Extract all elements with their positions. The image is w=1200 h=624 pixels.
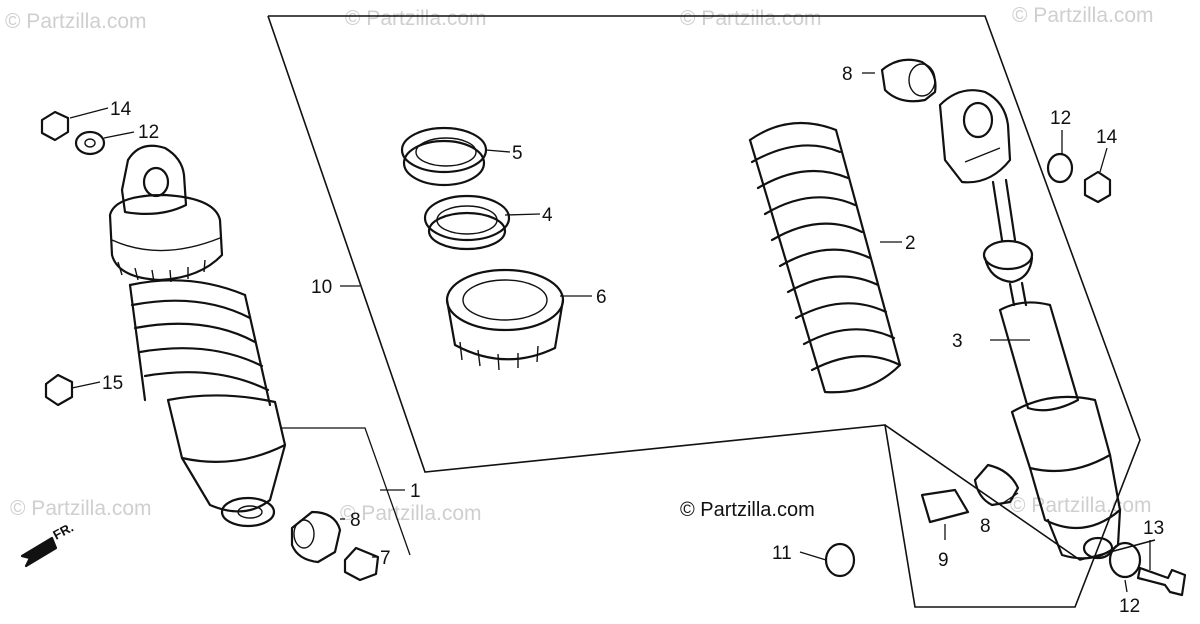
- damper-cylinder: [998, 301, 1080, 412]
- left-shock-upper-collar: [108, 193, 224, 282]
- watermarks: © Partzilla.com © Partzilla.com © Partzi…: [5, 4, 1154, 525]
- callout-6: 6: [596, 287, 607, 308]
- left-small-parts: [40, 110, 380, 582]
- callout-4: 4: [542, 205, 553, 226]
- damper-rod: [991, 178, 1017, 242]
- watermark-top-center-left: © Partzilla.com: [345, 7, 487, 30]
- left-shock-top-eye: [120, 144, 188, 215]
- washer-right-11: [824, 542, 856, 578]
- center-parts: [400, 121, 902, 394]
- nut-left-15: [44, 373, 74, 407]
- watermark-bottom-center: © Partzilla.com: [340, 502, 482, 525]
- left-shock-top-eye-hole: [142, 166, 170, 198]
- watermark-top-left: © Partzilla.com: [5, 10, 147, 33]
- spring-adjuster: [445, 268, 565, 332]
- front-label: FR.: [50, 520, 76, 543]
- right-lower-bracket: [884, 424, 1156, 561]
- callout-5: 5: [512, 143, 523, 164]
- collar-left: [343, 546, 380, 582]
- bushing-left: [290, 510, 342, 564]
- watermark-bottom-right: © Partzilla.com: [1010, 494, 1152, 517]
- callout-9: 9: [938, 550, 949, 571]
- callout-12: 12: [138, 122, 159, 143]
- left-shock-assembly: [108, 144, 287, 528]
- callout-12-right-lower: 12: [1119, 596, 1140, 617]
- nut-right-upper: [1083, 170, 1112, 204]
- left-shock-spring: [128, 279, 270, 392]
- spring-seat: [423, 194, 511, 242]
- watermark-top-center-right: © Partzilla.com: [680, 7, 822, 30]
- watermark-bottom-left: © Partzilla.com: [10, 497, 152, 520]
- front-arrow-icon: [20, 536, 58, 568]
- callout-3: 3: [952, 331, 963, 352]
- leader-lines: [69, 72, 1151, 593]
- callout-numbers: 14 12 15 5 4 6 2 3 10 1 8 7 8 12 14 8 9 …: [102, 64, 1164, 617]
- callout-12-right-upper: 12: [1050, 108, 1071, 129]
- washer-right-12: [1108, 541, 1142, 579]
- washer-top-left: [74, 130, 106, 156]
- copyright-label: © Partzilla.com: [680, 499, 815, 521]
- callout-14: 14: [110, 99, 132, 120]
- callout-14-right: 14: [1096, 127, 1118, 148]
- left-shock-lower-collar: [166, 394, 287, 463]
- callout-8-top: 8: [842, 64, 853, 85]
- callout-13: 13: [1143, 518, 1164, 539]
- coil-spring: [748, 121, 902, 372]
- bolt-13: [1136, 566, 1187, 597]
- cushion-plate: [920, 488, 970, 524]
- right-damper: [938, 89, 1122, 560]
- front-direction-indicator: FR.: [20, 520, 76, 568]
- callout-15: 15: [102, 373, 123, 394]
- callout-2: 2: [905, 233, 916, 254]
- callout-1: 1: [410, 481, 421, 502]
- left-shock-bottom-eye: [220, 496, 276, 528]
- watermark-top-right: © Partzilla.com: [1012, 4, 1154, 27]
- left-shock-body: [180, 443, 287, 513]
- bump-rubber: [982, 239, 1034, 271]
- callout-8-left: 8: [350, 510, 361, 531]
- nut-top-left: [40, 110, 70, 142]
- bushing-right-lower: [973, 463, 1020, 507]
- right-small-parts: [824, 58, 1187, 597]
- callout-7: 7: [380, 548, 391, 569]
- callout-11: 11: [772, 543, 792, 564]
- callout-10: 10: [311, 277, 332, 298]
- callout-8-right: 8: [980, 516, 991, 537]
- washer-right-upper: [1046, 152, 1074, 184]
- damper-top-eye: [938, 89, 1012, 184]
- kit-frame: [267, 15, 1141, 608]
- damper-bottom-eye: [1082, 536, 1114, 560]
